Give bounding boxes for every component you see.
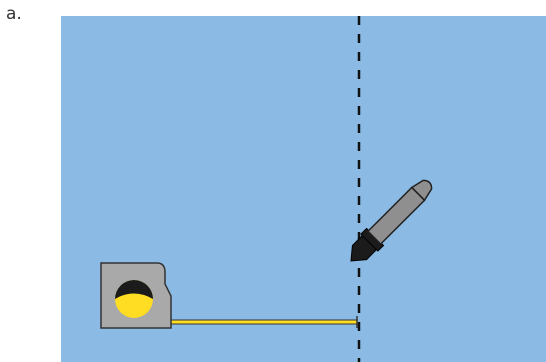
diagram-scene [61,16,546,362]
panel-label: a. [6,4,22,24]
measuring-tape-strip [169,320,357,324]
